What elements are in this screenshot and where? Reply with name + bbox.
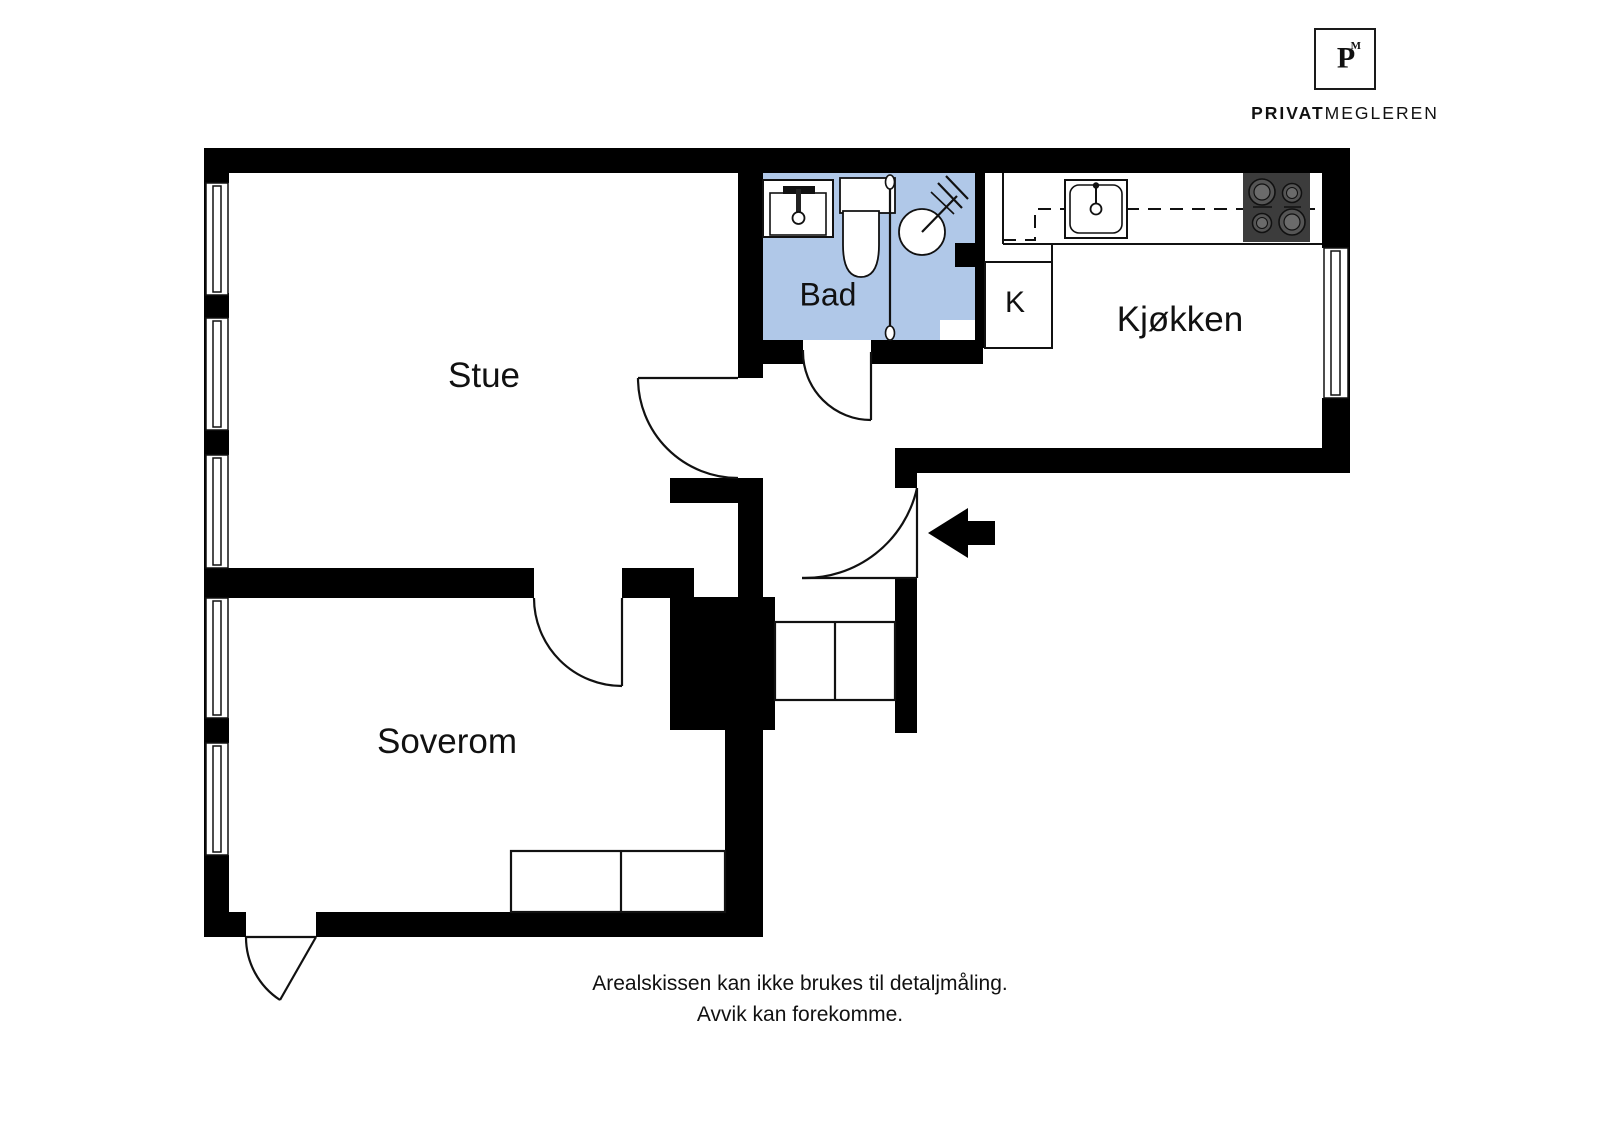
wall-bad-right [975,173,985,348]
room-label-bad: Bad [799,276,857,313]
room-fill-stue [228,173,738,573]
wall-hall-right-upper [895,448,917,488]
bathroom-door [801,350,873,422]
wall-bottom-soverom-right [316,912,763,937]
windows-right [1323,247,1349,399]
wall-hall-vertical [670,478,738,503]
room-label-kjokken: Kjøkken [1116,300,1244,339]
refrigerator-box [984,261,1053,349]
disclaimer-line-2: Avvik kan forekomme. [696,1003,904,1026]
bathroom-sink-icon [762,179,834,238]
bedroom-closet-icon [509,849,727,914]
shower-icon [898,175,969,256]
wall-bad-right-notch [955,243,977,267]
bathroom-fixtures [762,174,969,341]
disclaimer-line-1: Arealskissen kan ikke brukes til detaljm… [592,972,1008,995]
wall-kitchen-bottom [895,448,1350,473]
wall-hall-right-lower [895,578,917,733]
room-fills [228,173,1322,927]
shower-screen-divider [884,174,896,341]
room-label-stue: Stue [448,356,520,395]
kitchen-sink-icon [1064,179,1128,239]
wall-bad-bottom-right [871,340,983,364]
logo-mark-box: P M [1314,28,1376,90]
closets [509,620,897,914]
wall-bad-bottom-left [738,340,803,364]
wall-hall-right-nub [895,700,917,732]
upper-cabinet-dashed-line [1003,208,1322,241]
room-label-refrigerator: K [1004,286,1026,319]
logo-wordmark: PRIVATMEGLEREN [1245,103,1445,124]
wall-party-stue-soverom [204,568,534,598]
wall-hall-lower-vertical [725,700,763,937]
wall-hall-bottom [670,700,775,730]
wall-hall-left-stub [622,568,694,598]
logo-letter-p: P [1336,41,1356,75]
entrance-arrow-icon [928,508,995,558]
kitchen-fixtures [984,173,1322,349]
entrance-door [801,487,919,580]
window-left-3 [205,454,229,569]
balcony-door [244,935,317,1001]
hallway-closet-icon [773,620,897,702]
logo-word-megleren: MEGLEREN [1324,103,1439,123]
window-left-2 [205,317,229,431]
wall-bottom-soverom-left [204,912,246,937]
room-fill-kjokken [895,173,1322,448]
wall-top-main [204,148,1350,173]
wall-bad-left [738,173,763,348]
windows-left [205,182,229,856]
privatmegleren-logo: P M PRIVATMEGLEREN [1245,28,1445,124]
window-left-1 [205,182,229,296]
window-left-4 [205,597,229,719]
walls [204,148,1350,937]
stove-cooktop-icon [1243,173,1310,242]
living-room-door [636,376,739,480]
room-label-soverom: Soverom [376,722,518,761]
toilet-icon [839,177,896,278]
logo-superscript-m: M [1350,40,1361,52]
doors [244,350,919,1001]
window-left-5 [205,742,229,856]
bedroom-door [532,597,624,688]
logo-word-privat: PRIVAT [1251,103,1325,123]
wall-stue-right-lower [738,478,763,598]
window-right-1 [1323,247,1349,399]
